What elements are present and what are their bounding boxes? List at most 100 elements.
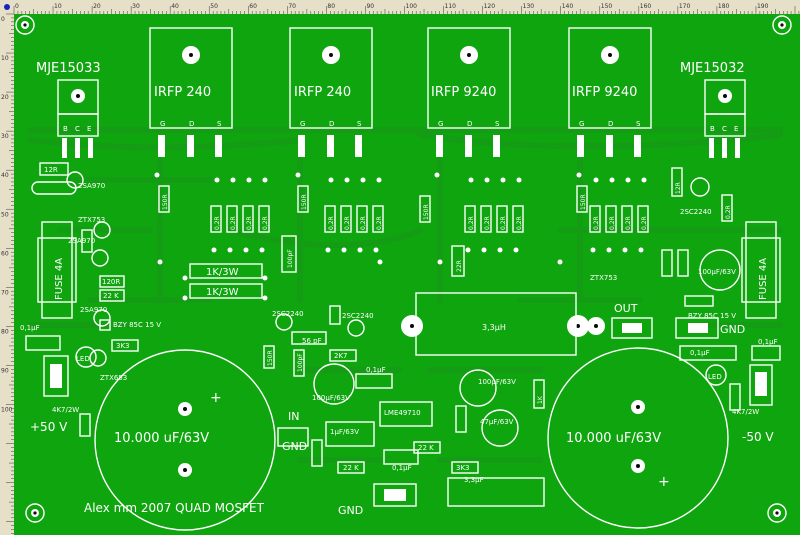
resistor-label: 0,2R xyxy=(376,216,383,230)
left-ruler-ticks xyxy=(6,13,14,534)
ruler-label: 110 xyxy=(445,3,457,10)
ruler-label: 10 xyxy=(1,55,9,62)
mounting-holes xyxy=(15,15,792,523)
ruler-label: 60 xyxy=(1,250,9,257)
pin-label: D xyxy=(467,120,472,128)
fuse-left: FUSE 4A xyxy=(37,221,77,319)
resistor-label: 150R xyxy=(267,350,274,366)
resistor-label: 1K xyxy=(537,395,544,404)
mounting-hole-icon xyxy=(772,15,792,35)
resistor-label: 0,2R xyxy=(516,216,523,230)
bjt-label: 2SA970 xyxy=(80,306,107,314)
resistor-label: 0,2R xyxy=(725,205,732,219)
ruler-label: 120 xyxy=(484,3,496,10)
pin-label: G xyxy=(579,120,584,128)
gnd-label: GND xyxy=(282,440,307,453)
plus-icon: + xyxy=(210,390,222,406)
bjt-label: 2SC2240 xyxy=(680,208,712,216)
resistor-label: 22 K xyxy=(418,444,434,452)
led-label: LED xyxy=(76,355,90,363)
vias xyxy=(154,172,647,301)
resistor-label: 0,2R xyxy=(593,216,600,230)
pcb-board xyxy=(14,14,800,535)
capacitor-label: 10.000 uF/63V xyxy=(114,431,209,446)
pin-label: S xyxy=(357,120,362,128)
ruler-label: 0 xyxy=(15,3,19,10)
resistor-label: 0,2R xyxy=(230,216,237,230)
resistor-label: 0,2R xyxy=(328,216,335,230)
zener-label: BZY 85C 15 V xyxy=(113,321,161,329)
resistor-label: 2K7 xyxy=(334,352,348,360)
origin-marker-icon xyxy=(4,4,10,10)
filter-capacitor-right: + 10.000 uF/63V xyxy=(547,347,729,529)
mosfet-irfp9240-2: IRFP 9240 G D S xyxy=(568,27,652,157)
ruler-label: 80 xyxy=(327,3,335,10)
mosfet-irfp240-2: IRFP 240 G D S xyxy=(289,27,373,157)
ruler-label: 10 xyxy=(54,3,62,10)
fuse-right: FUSE 4A xyxy=(741,221,781,319)
cap-label: 1μF/63V xyxy=(330,428,359,436)
mounting-hole-icon xyxy=(587,317,605,335)
gnd-terminal-bottom: GND xyxy=(338,483,417,517)
pin-label: C xyxy=(722,125,727,133)
supply-neg-label: -50 V xyxy=(742,430,774,444)
caps-100pf: 100pF xyxy=(281,235,297,273)
in-label: IN xyxy=(288,410,299,423)
resistor-label: 3K3 xyxy=(116,342,130,350)
input-stage: 2SC2240 2SC2240 56 pF 150R 100pF 2K7 100… xyxy=(263,245,545,507)
pin-label: G xyxy=(438,120,443,128)
resistor-label: 150R xyxy=(162,194,169,210)
pin-label: E xyxy=(734,125,738,133)
resistor-bank-left-2: 0,2R 0,2R 0,2R 0,2R xyxy=(324,205,384,233)
resistor-label: 0,2R xyxy=(625,216,632,230)
transistor-label: MJE15032 xyxy=(680,61,745,76)
ruler-label: 160 xyxy=(640,3,652,10)
resistor-label: 120R xyxy=(102,278,120,286)
mosfet-irfp240-1: IRFP 240 G D S xyxy=(149,27,233,157)
ruler-label: 60 xyxy=(249,3,257,10)
cap-label: 100μF/63V xyxy=(312,394,350,402)
pin-label: C xyxy=(75,125,80,133)
ruler-label: 20 xyxy=(1,94,9,101)
bjt-label: ZTX753 xyxy=(590,274,617,282)
transistor-label: MJE15033 xyxy=(36,61,101,76)
ruler-label: 50 xyxy=(1,211,9,218)
resistor-label: 22R xyxy=(456,260,463,272)
resistor-label: 12R xyxy=(675,182,682,194)
resistor-bank-right-2: 0,2R 0,2R 0,2R 0,2R xyxy=(589,205,649,233)
plus-icon: + xyxy=(658,474,670,490)
output-inductor: 3,3μH xyxy=(415,292,577,356)
ruler-label: 100 xyxy=(406,3,418,10)
output-terminal: OUT GND xyxy=(611,302,745,339)
resistor-label: 0,2R xyxy=(468,216,475,230)
resistor-label: 3K3 xyxy=(456,464,470,472)
cap-label: 0,1μF xyxy=(20,324,40,332)
resistor-label: 0,2R xyxy=(500,216,507,230)
mounting-hole-icon xyxy=(15,15,35,35)
ruler-label: 70 xyxy=(1,289,9,296)
resistor-1k-3w: 1K/3W 1K/3W xyxy=(189,263,263,299)
cap-label: 0,1μF xyxy=(690,349,710,357)
mosfet-label: IRFP 9240 xyxy=(431,85,496,100)
chip-label: LME49710 xyxy=(384,409,421,417)
ruler-label: 90 xyxy=(1,367,9,374)
cap-label: 47μF/63V xyxy=(480,418,514,426)
resistor-label: 0,2R xyxy=(484,216,491,230)
ruler-label: 180 xyxy=(718,3,730,10)
cap-label: 100pF xyxy=(297,353,304,372)
resistor-label: 4K7/2W xyxy=(732,408,759,416)
ruler-label: 50 xyxy=(210,3,218,10)
resistor-label: 150R xyxy=(580,194,587,210)
cap-label: 0,1μF xyxy=(366,366,386,374)
mosfet-label: IRFP 9240 xyxy=(572,85,637,100)
pin-label: D xyxy=(189,120,194,128)
resistor-label: 0,2R xyxy=(344,216,351,230)
pin-label: G xyxy=(300,120,305,128)
mounting-hole-icon xyxy=(401,315,423,337)
ruler-label: 0 xyxy=(1,16,5,23)
zener-label: BZY 85C 15 V xyxy=(688,312,736,320)
credit-text: Alex mm 2007 QUAD MOSFET xyxy=(84,501,265,515)
resistor-label: 150R xyxy=(301,194,308,210)
